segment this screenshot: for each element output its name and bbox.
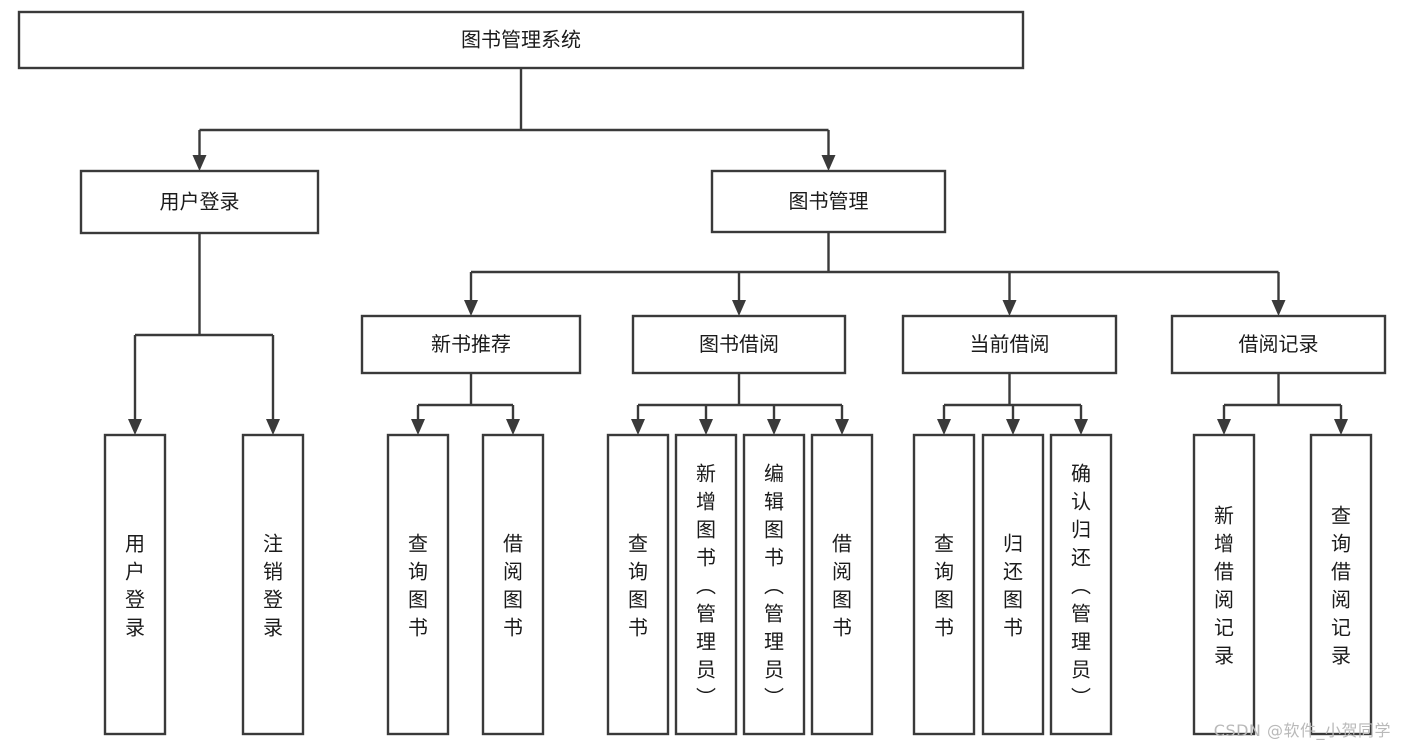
arrow-head-icon — [631, 419, 645, 435]
node-new-book-recommend[interactable]: 新书推荐 — [360, 314, 582, 375]
node-book-borrow-label: 图书借阅 — [699, 332, 779, 356]
node-new-book-recommend-label: 新书推荐 — [431, 332, 511, 356]
watermark-text: CSDN @软件_小贺同学 — [1213, 721, 1391, 740]
node-leaf-user-login-box[interactable] — [103, 433, 167, 736]
node-user-login-box[interactable] — [79, 169, 320, 235]
node-leaf-edit-book-box[interactable] — [742, 433, 806, 736]
arrow-head-icon — [1217, 419, 1231, 435]
arrow-head-icon — [767, 419, 781, 435]
node-leaf-user-login-label: 用户登录 — [125, 532, 145, 640]
arrow-head-icon — [128, 419, 142, 435]
node-leaf-query-book-2-label: 查询图书 — [628, 532, 648, 640]
node-leaf-logout-label: 注销登录 — [263, 532, 283, 640]
node-current-borrow-label: 当前借阅 — [970, 332, 1050, 356]
node-leaf-add-record-label: 新增借阅记录 — [1214, 504, 1234, 668]
node-leaf-logout-box[interactable] — [241, 433, 305, 736]
node-root-box[interactable] — [17, 10, 1025, 70]
node-leaf-query-record-box[interactable] — [1309, 433, 1373, 736]
node-leaf-query-record-label: 查询借阅记录 — [1331, 504, 1351, 668]
node-leaf-borrow-book-2[interactable]: 借阅图书 — [810, 433, 874, 736]
node-leaf-query-book-1[interactable]: 查询图书 — [386, 433, 450, 736]
node-borrow-record-box[interactable] — [1170, 314, 1387, 375]
node-leaf-borrow-book-2-label: 借阅图书 — [832, 532, 852, 640]
node-leaf-confirm-return[interactable]: 确认归还︵管理员︶ — [1049, 433, 1113, 736]
node-leaf-edit-book[interactable]: 编辑图书︵管理员︶ — [742, 433, 806, 736]
node-leaf-return-book[interactable]: 归还图书 — [981, 433, 1045, 736]
arrow-head-icon — [1271, 300, 1286, 316]
node-leaf-borrow-book-1-box[interactable] — [481, 433, 545, 736]
node-book-manage-label: 图书管理 — [789, 189, 869, 213]
node-book-borrow-box[interactable] — [631, 314, 847, 375]
connector-layer — [128, 68, 1348, 435]
node-book-manage-box[interactable] — [710, 169, 947, 234]
node-leaf-query-book-2-box[interactable] — [606, 433, 670, 736]
arrow-head-icon — [192, 155, 207, 171]
node-leaf-query-book-1-label: 查询图书 — [408, 532, 428, 640]
arrow-head-icon — [699, 419, 713, 435]
node-book-borrow[interactable]: 图书借阅 — [631, 314, 847, 375]
node-borrow-record-label: 借阅记录 — [1239, 332, 1319, 356]
node-current-borrow[interactable]: 当前借阅 — [901, 314, 1118, 375]
node-new-book-recommend-box[interactable] — [360, 314, 582, 375]
arrow-head-icon — [835, 419, 849, 435]
node-leaf-query-book-2[interactable]: 查询图书 — [606, 433, 670, 736]
node-leaf-confirm-return-box[interactable] — [1049, 433, 1113, 736]
node-leaf-edit-book-label: 编辑图书︵管理员︶ — [764, 462, 784, 710]
arrow-head-icon — [266, 419, 280, 435]
node-leaf-query-record[interactable]: 查询借阅记录 — [1309, 433, 1373, 736]
arrow-head-icon — [1334, 419, 1348, 435]
node-user-login-label: 用户登录 — [160, 190, 240, 214]
node-leaf-confirm-return-label: 确认归还︵管理员︶ — [1071, 462, 1091, 710]
arrow-head-icon — [732, 300, 746, 316]
arrow-head-icon — [411, 419, 425, 435]
node-user-login[interactable]: 用户登录 — [79, 169, 320, 235]
node-leaf-logout[interactable]: 注销登录 — [241, 433, 305, 736]
node-leaf-query-book-3[interactable]: 查询图书 — [912, 433, 976, 736]
node-root-label: 图书管理系统 — [461, 28, 581, 52]
node-book-manage[interactable]: 图书管理 — [710, 169, 947, 234]
node-borrow-record[interactable]: 借阅记录 — [1170, 314, 1387, 375]
node-leaf-borrow-book-1-label: 借阅图书 — [503, 532, 523, 640]
node-current-borrow-box[interactable] — [901, 314, 1118, 375]
arrow-head-icon — [821, 155, 836, 171]
node-leaf-query-book-3-box[interactable] — [912, 433, 976, 736]
node-leaf-add-book-label: 新增图书︵管理员︶ — [696, 462, 716, 710]
arrow-head-icon — [506, 419, 520, 435]
node-leaf-add-book[interactable]: 新增图书︵管理员︶ — [674, 433, 738, 736]
node-root[interactable]: 图书管理系统 — [17, 10, 1025, 70]
node-layer: 图书管理系统用户登录图书管理新书推荐图书借阅当前借阅借阅记录用户登录注销登录查询… — [17, 10, 1387, 736]
node-leaf-borrow-book-1[interactable]: 借阅图书 — [481, 433, 545, 736]
arrow-head-icon — [1006, 419, 1020, 435]
node-leaf-return-book-label: 归还图书 — [1003, 532, 1023, 640]
arrow-head-icon — [1002, 300, 1017, 316]
node-leaf-user-login[interactable]: 用户登录 — [103, 433, 167, 736]
arrow-head-icon — [937, 419, 951, 435]
node-leaf-query-book-1-box[interactable] — [386, 433, 450, 736]
node-leaf-borrow-book-2-box[interactable] — [810, 433, 874, 736]
arrow-head-icon — [464, 300, 478, 316]
node-leaf-return-book-box[interactable] — [981, 433, 1045, 736]
node-leaf-add-record[interactable]: 新增借阅记录 — [1192, 433, 1256, 736]
node-leaf-add-book-box[interactable] — [674, 433, 738, 736]
arrow-head-icon — [1074, 419, 1088, 435]
node-leaf-add-record-box[interactable] — [1192, 433, 1256, 736]
node-leaf-query-book-3-label: 查询图书 — [934, 532, 954, 640]
